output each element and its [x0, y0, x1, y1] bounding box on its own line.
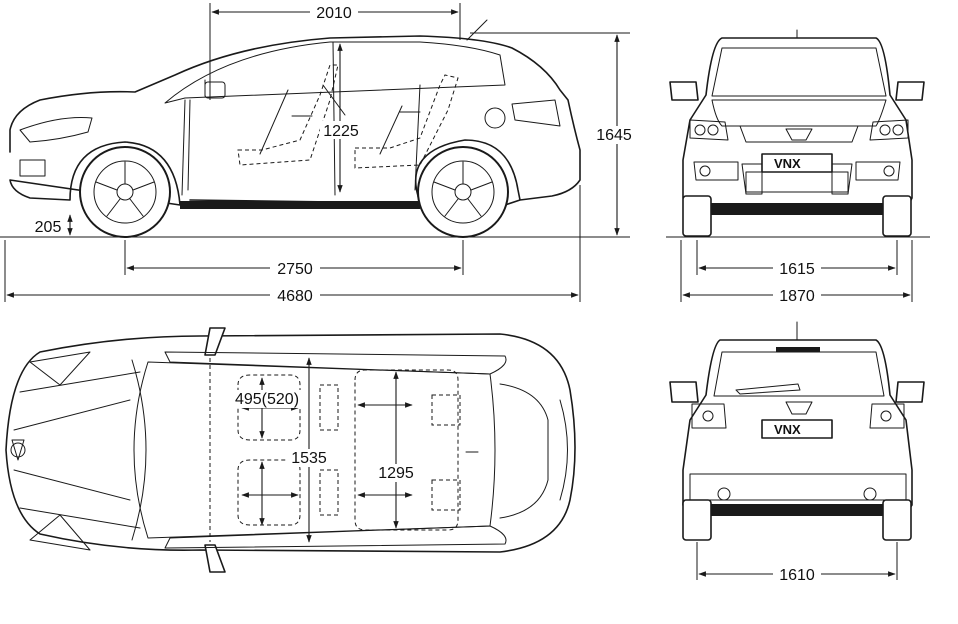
label-1870: 1870: [779, 288, 815, 305]
label-4680: 4680: [277, 288, 313, 305]
label-1610: 1610: [779, 567, 815, 584]
front-view: VNX: [666, 29, 930, 238]
rear-view: VNX: [669, 321, 925, 541]
label-1225: 1225: [323, 123, 359, 140]
label-1615: 1615: [779, 261, 815, 278]
label-1535: 1535: [291, 450, 327, 467]
side-view: [0, 19, 630, 238]
label-495-520: 495(520): [235, 391, 299, 408]
label-1295: 1295: [378, 465, 414, 482]
dimension-labels: 2010 1225 1645 205 2750 4680 1615 1870 1…: [35, 3, 821, 584]
rear-plate-text: VNX: [774, 422, 801, 437]
front-plate-text: VNX: [774, 156, 801, 171]
label-2750: 2750: [277, 261, 313, 278]
label-2010: 2010: [316, 5, 352, 22]
top-view: [5, 327, 576, 573]
label-1645: 1645: [596, 127, 632, 144]
label-205: 205: [35, 219, 62, 236]
